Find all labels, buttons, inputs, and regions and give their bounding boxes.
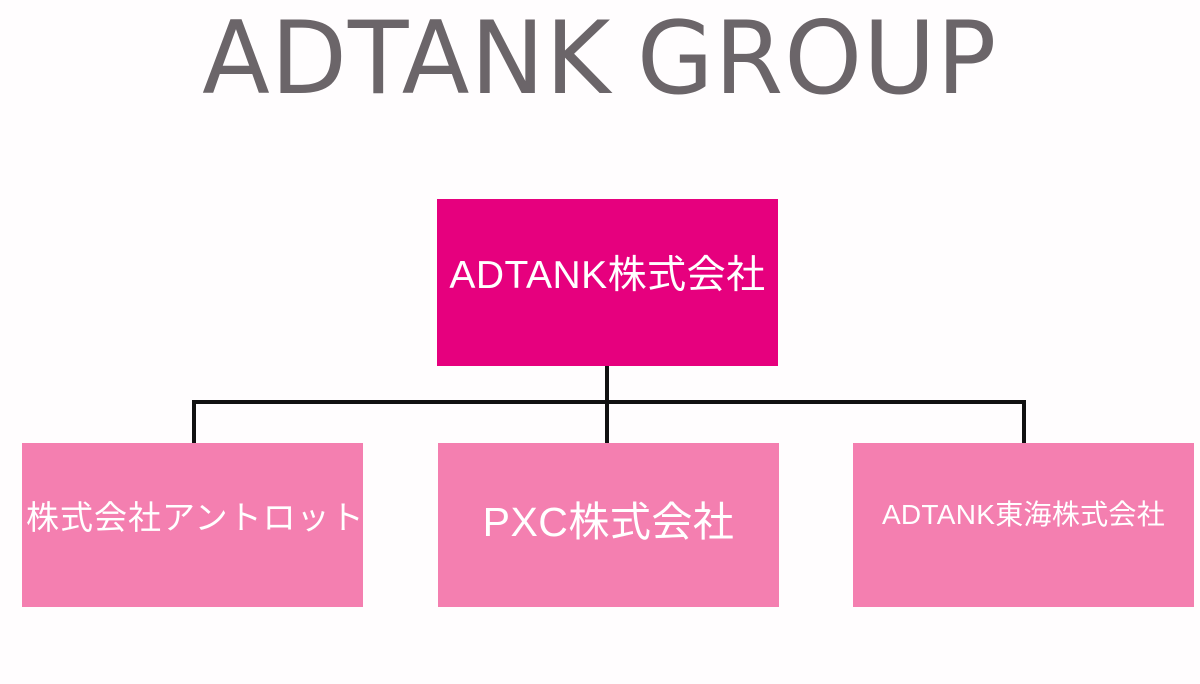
org-node-root[interactable]: ADTANK株式会社 xyxy=(437,199,778,366)
org-node-root-label: ADTANK株式会社 xyxy=(449,254,766,297)
brand-logo-word-adtank: ADTANK xyxy=(202,0,612,117)
org-node-child-tokai-label: ADTANK東海株式会社 xyxy=(881,499,1166,530)
org-node-child-pxc-label: PXC株式会社 xyxy=(482,499,735,545)
connector-drop-right xyxy=(1022,400,1026,444)
connector-horizontal-bar xyxy=(192,400,1026,404)
connector-drop-left xyxy=(192,400,196,444)
org-node-child-antrot-label: 株式会社アントロット xyxy=(26,499,363,536)
org-node-child-tokai[interactable]: ADTANK東海株式会社 xyxy=(853,443,1194,607)
connector-vertical-stem xyxy=(605,366,609,444)
brand-logo-word-group: GROUP xyxy=(637,0,998,117)
org-node-child-antrot[interactable]: 株式会社アントロット xyxy=(22,443,363,607)
org-node-child-pxc[interactable]: PXC株式会社 xyxy=(438,443,779,607)
